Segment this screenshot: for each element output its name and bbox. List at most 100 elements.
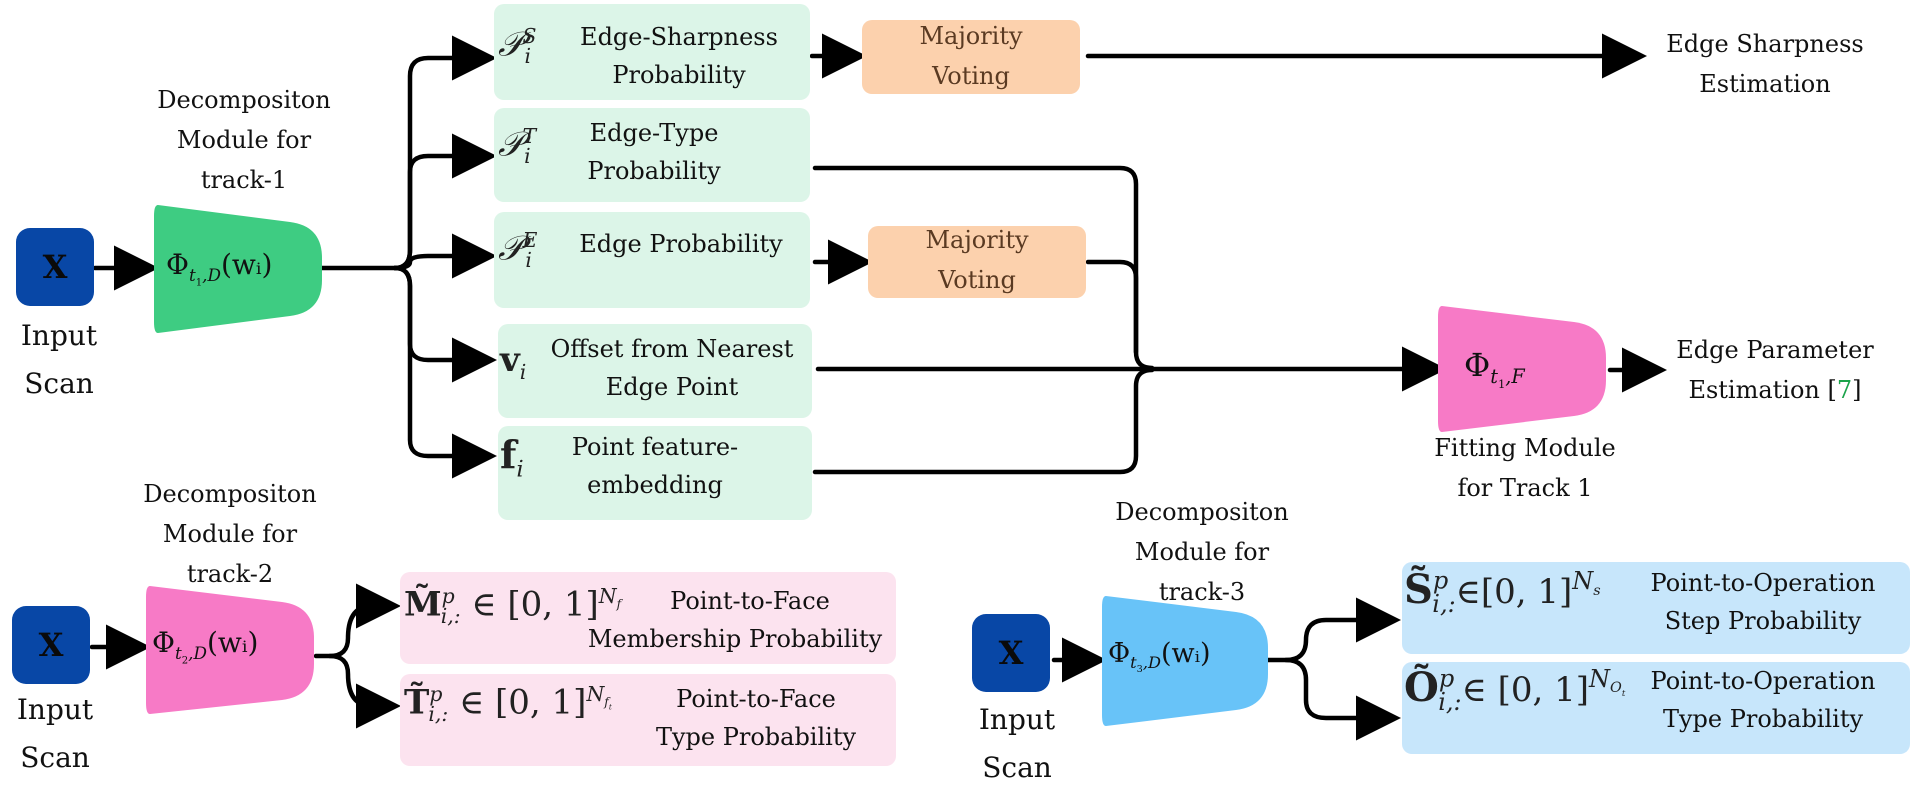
text-line: Type Probability <box>655 723 857 751</box>
text-line: Membership Probability <box>587 625 883 653</box>
sup: p <box>1438 664 1455 693</box>
symbol-s: S̃ <box>1404 566 1433 613</box>
title-line: track-2 <box>186 560 274 588</box>
citation-link[interactable]: 7 <box>1836 376 1853 404</box>
sub-num: 3 <box>1136 664 1143 676</box>
exp: N <box>586 682 605 706</box>
input-scan-x-track2: X <box>12 606 90 684</box>
text-line: Majority <box>919 22 1023 50</box>
module-track3-label: Φt3,D(wᵢ) <box>1108 638 1211 676</box>
input-label-line2: Scan <box>982 751 1052 784</box>
module-arg: (wᵢ) <box>220 248 273 281</box>
module-track3-shape <box>1102 596 1268 726</box>
sub-num: 1 <box>195 276 203 288</box>
fitting-module-shape <box>1438 306 1606 432</box>
math-v: vi <box>500 340 526 384</box>
exp-sub2: t <box>1621 689 1626 700</box>
output-box-offset <box>498 324 812 418</box>
title-line: Module for <box>176 126 312 154</box>
phi-symbol: Φ <box>1108 638 1131 669</box>
fitting-module-caption: Fitting Module for Track 1 <box>1410 428 1640 508</box>
sub-t: t <box>174 642 182 663</box>
output-text-offset: Offset from Nearest Edge Point <box>540 330 804 406</box>
output-box-edge-probability <box>494 212 810 308</box>
input-scan-label-track2: Input Scan <box>0 686 110 782</box>
text-line: Point feature- <box>571 433 739 461</box>
output-text-operation-step: Point-to-Operation Step Probability <box>1628 564 1898 640</box>
output-text-edge-type: Edge-Type Probability <box>554 114 754 190</box>
module-track1-label: Φt1,D(wᵢ) <box>166 248 272 288</box>
sub: i,: <box>440 604 461 629</box>
sup: S <box>522 24 537 48</box>
title-line: Decompositon <box>1115 498 1289 526</box>
symbol-o: Õ <box>1404 664 1439 711</box>
sub-num: 1 <box>1497 377 1506 392</box>
phi-symbol: Φ <box>166 248 189 281</box>
sub-num: 2 <box>181 654 189 666</box>
module-arg: (wᵢ) <box>1160 638 1211 669</box>
exp-sub2: t <box>608 702 612 712</box>
sub: i,: <box>1432 590 1456 618</box>
fitting-module-label: Φt1,F <box>1464 346 1525 391</box>
title-line: track-3 <box>1158 578 1246 606</box>
sub: i,: <box>1438 688 1462 716</box>
input-scan-x-track1: X <box>16 228 94 306</box>
range: ∈ [0, 1] <box>1461 670 1589 710</box>
math-o: Õpi,:∈ [0, 1]NOt <box>1404 664 1625 716</box>
sub: i <box>516 456 524 483</box>
output-text-operation-type: Point-to-Operation Type Probability <box>1628 662 1898 738</box>
module-track2-shape <box>146 586 314 714</box>
input-scan-x-track3: X <box>972 614 1050 692</box>
text-line: Estimation [7] <box>1660 370 1890 410</box>
title-line: Decompositon <box>157 86 331 114</box>
sup: E <box>522 228 538 252</box>
text-line: Edge Probability <box>579 230 783 258</box>
input-scan-label-track3: Input Scan <box>958 696 1076 792</box>
exp-sub: s <box>1593 582 1601 599</box>
exp-sub: f <box>604 695 609 710</box>
output-box-face-type <box>400 674 896 766</box>
symbol-m: M̃ <box>404 584 442 625</box>
phi-symbol: Φ <box>152 626 175 659</box>
text-line: embedding <box>587 471 723 499</box>
text-line: Voting <box>938 266 1016 294</box>
text-line: Voting <box>932 62 1010 90</box>
symbol-f: f <box>500 432 517 477</box>
output-text-face-membership: Point-to-Face Membership Probability <box>580 582 890 658</box>
sub: i <box>519 359 527 384</box>
module-arg: (wᵢ) <box>206 626 259 659</box>
text-line: Offset from Nearest <box>550 335 794 363</box>
output-text-edge-sharpness: Edge-Sharpness Probability <box>554 18 804 94</box>
majority-voting-text-1: Majority Voting <box>862 16 1080 96</box>
sup: p <box>1432 566 1449 595</box>
math-p-e: 𝒫Ei <box>498 228 537 272</box>
module-track2-label: Φt2,D(wᵢ) <box>152 626 258 666</box>
edge-sharpness-estimation: Edge Sharpness Estimation <box>1650 24 1880 104</box>
math-p-s: 𝒫Si <box>498 24 537 69</box>
param-close: ] <box>1852 376 1862 404</box>
text-line: Edge-Sharpness <box>580 23 778 51</box>
symbol-p: 𝒫 <box>498 124 523 165</box>
majority-voting-text-2: Majority Voting <box>868 220 1086 300</box>
output-box-operation-step <box>1402 562 1910 654</box>
math-t: T̃pi,: ∈ [0, 1]Nft <box>404 682 612 726</box>
sub-d: ,D <box>1142 653 1161 673</box>
text-line: Point-to-Face <box>670 587 830 615</box>
output-box-feature <box>498 426 812 520</box>
edge-parameter-estimation: Edge Parameter Estimation [7] <box>1660 330 1890 410</box>
sub: i <box>524 144 531 169</box>
text-line: Probability <box>587 157 721 185</box>
range: ∈[0, 1] <box>1455 572 1573 612</box>
sub: i <box>524 44 532 69</box>
math-m: M̃pi,: ∈ [0, 1]Nf <box>404 584 621 628</box>
text-line: Point-to-Operation <box>1650 569 1876 597</box>
text-line: Edge Parameter <box>1676 336 1874 364</box>
text-line: Majority <box>925 226 1029 254</box>
output-text-edge-probability: Edge Probability <box>556 225 806 263</box>
math-p-t: 𝒫Ti <box>498 124 536 169</box>
text-line: Point-to-Operation <box>1650 667 1876 695</box>
symbol-t: T̃ <box>404 682 430 723</box>
output-text-feature: Point feature- embedding <box>540 428 770 504</box>
output-box-edge-sharpness <box>494 4 810 100</box>
